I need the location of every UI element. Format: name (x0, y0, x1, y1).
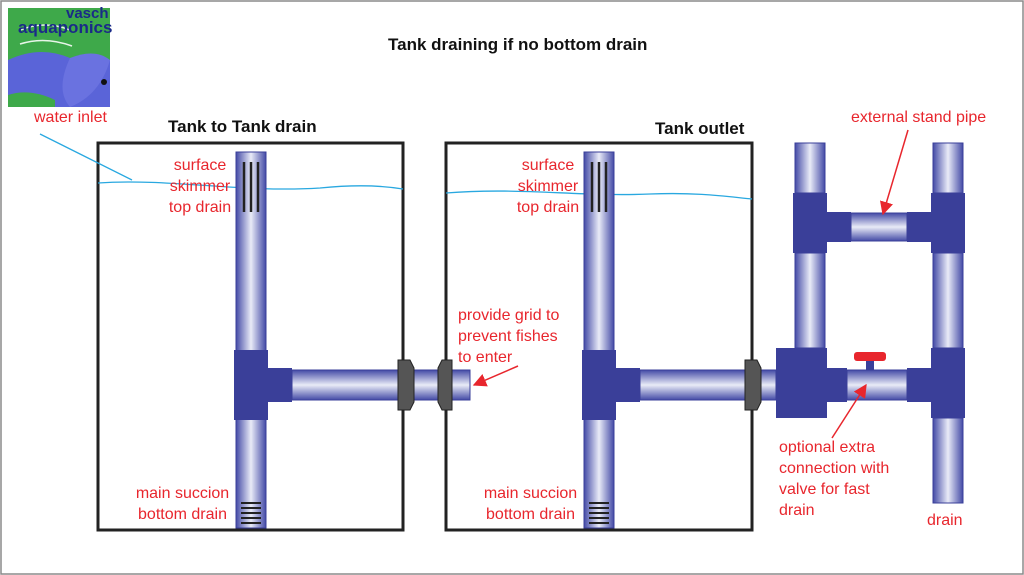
grid-arrow (472, 365, 519, 387)
page-title: Tank draining if no bottom drain (388, 35, 648, 54)
logo-text-vasch: vasch (66, 5, 109, 22)
tank-left-top-label: surface skimmer top drain (168, 157, 232, 216)
drain-label: drain (927, 512, 963, 529)
valve-handle (854, 352, 886, 361)
tank-left-heading: Tank to Tank drain (168, 117, 317, 136)
left-pipe-assembly (234, 151, 471, 529)
water-surface-right (445, 190, 753, 200)
water-surface-left (97, 181, 404, 190)
stand-pipe-assembly (776, 142, 965, 504)
valve-label: optional extra connection with valve for… (779, 439, 890, 519)
tank-right-wall (444, 141, 754, 532)
water-inlet-label: water inlet (34, 109, 107, 126)
logo (8, 8, 110, 107)
tank-left-wall (96, 141, 405, 532)
tank-right-bottom-label: main succion bottom drain (483, 485, 578, 523)
water-inlet-line (39, 133, 133, 181)
stand-pipe-arrow (879, 129, 909, 216)
right-pipe-assembly (582, 151, 777, 529)
grid-label: provide grid to prevent fishes to enter (458, 307, 560, 366)
valve-arrow (831, 383, 867, 439)
logo-text-aquaponics: aquaponics (18, 18, 113, 37)
stand-pipe-label: external stand pipe (851, 109, 987, 126)
tank-right-heading: Tank outlet (655, 119, 745, 138)
tank-right-top-label: surface skimmer top drain (516, 157, 580, 216)
tank-left-bottom-label: main succion bottom drain (135, 485, 230, 523)
